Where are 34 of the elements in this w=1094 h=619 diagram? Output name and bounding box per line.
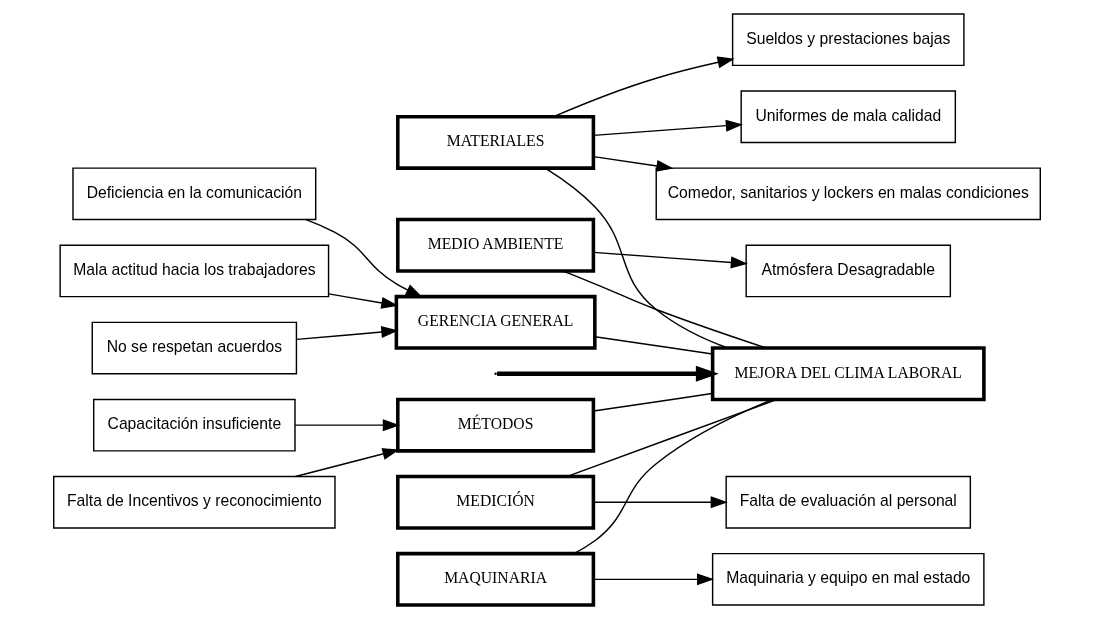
node-box: Uniformes de mala calidad <box>740 90 957 144</box>
node-box: MATERIALES <box>396 114 596 170</box>
node-box: Maquinaria y equipo en mal estado <box>711 552 985 606</box>
node-box: No se respetan acuerdos <box>91 321 298 375</box>
node-box: MÉTODOS <box>396 397 596 453</box>
connector <box>592 392 713 412</box>
arrow <box>592 496 728 509</box>
arrow <box>592 251 748 269</box>
connector <box>566 398 778 478</box>
node-box: MAQUINARIA <box>396 551 596 607</box>
node-box: MEDIO AMBIENTE <box>396 217 596 273</box>
connector <box>573 398 774 555</box>
node-box: GERENCIA GENERAL <box>394 294 597 350</box>
arrow <box>296 326 399 341</box>
node-box: MEDICIÓN <box>396 474 596 530</box>
node-box: MEJORA DEL CLIMA LABORAL <box>710 346 986 402</box>
node-box: Sueldos y prestaciones bajas <box>731 13 965 67</box>
arrow <box>497 365 719 382</box>
node-box: Deficiencia en la comunicación <box>72 167 317 221</box>
node-box: Mala actitud hacia los trabajadores <box>59 244 330 298</box>
arrow <box>592 155 674 172</box>
arrow <box>328 293 399 309</box>
node-box: Falta de evaluación al personal <box>725 475 972 529</box>
node-box: Capacitación insuficiente <box>92 398 296 452</box>
arrow <box>294 419 400 432</box>
node-box: Comedor, sanitarios y lockers en malas condiciones <box>655 167 1041 221</box>
arrow <box>592 573 715 586</box>
arrow <box>592 119 743 137</box>
arrow <box>305 218 423 298</box>
connector <box>544 167 729 349</box>
node-box: Falta de Incentivos y reconocimiento <box>53 475 336 529</box>
connector <box>594 336 714 355</box>
node-box: Atmósfera Desagradable <box>745 244 952 298</box>
connector <box>562 270 767 349</box>
